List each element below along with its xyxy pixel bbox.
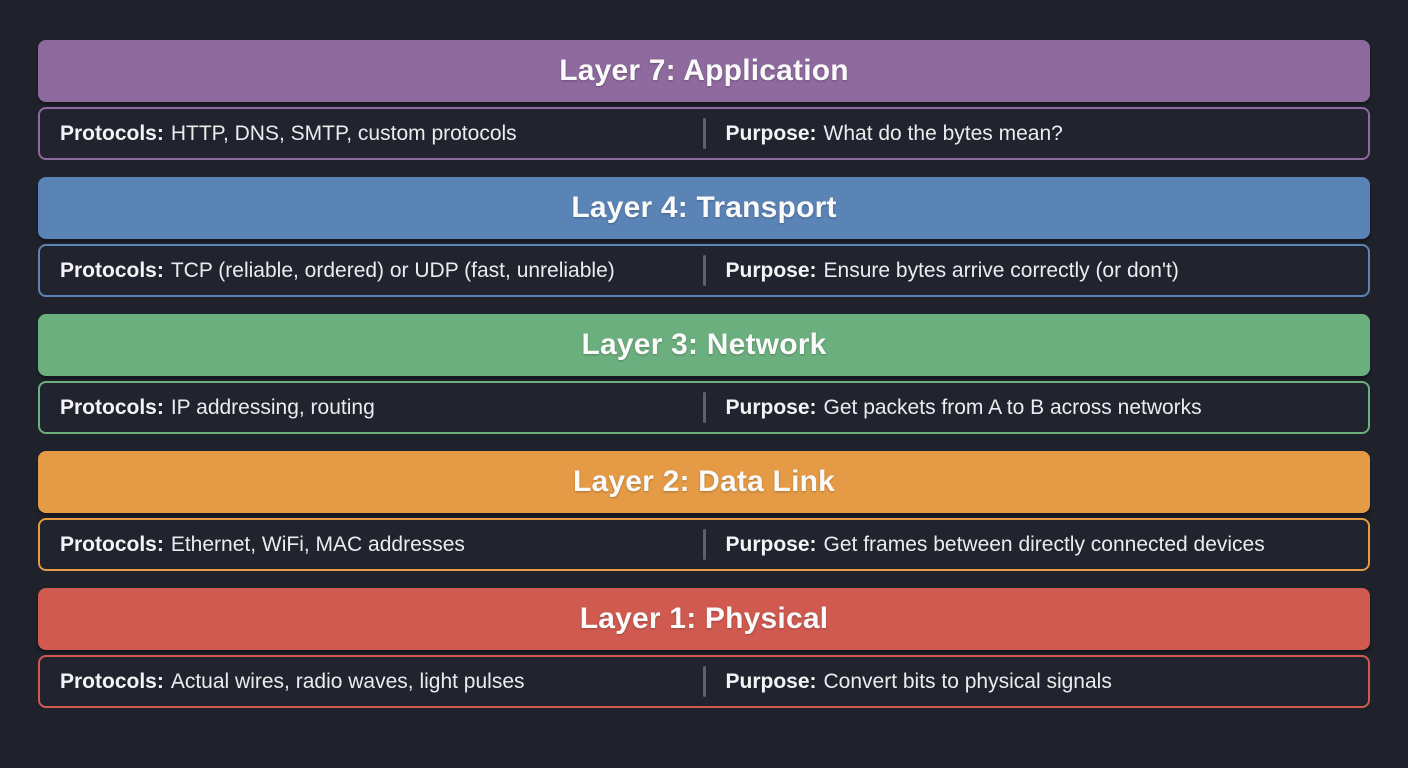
layer-details-application: Protocols:HTTP, DNS, SMTP, custom protoc… [38, 107, 1370, 160]
vertical-divider [702, 666, 706, 697]
purpose-cell: Purpose:Ensure bytes arrive correctly (o… [706, 246, 1369, 295]
layer-header-data-link: Layer 2: Data Link [38, 451, 1370, 513]
purpose-value: Get packets from A to B across networks [823, 395, 1202, 419]
protocols-label: Protocols: [60, 258, 164, 282]
protocols-value: IP addressing, routing [170, 395, 375, 419]
layer-details-network: Protocols:IP addressing, routing Purpose… [38, 381, 1370, 434]
purpose-value: Ensure bytes arrive correctly (or don't) [823, 258, 1179, 282]
vertical-divider [702, 529, 706, 560]
protocols-cell: Protocols:Ethernet, WiFi, MAC addresses [40, 520, 703, 569]
layer-header-application: Layer 7: Application [38, 40, 1370, 102]
protocols-cell: Protocols:HTTP, DNS, SMTP, custom protoc… [40, 109, 703, 158]
layer-section-application: Layer 7: Application Protocols:HTTP, DNS… [38, 40, 1370, 160]
purpose-value: Convert bits to physical signals [823, 669, 1112, 693]
purpose-cell: Purpose:What do the bytes mean? [706, 109, 1369, 158]
purpose-label: Purpose: [725, 121, 817, 145]
vertical-divider [702, 255, 706, 286]
protocols-value: Actual wires, radio waves, light pulses [170, 669, 525, 693]
protocols-cell: Protocols:IP addressing, routing [40, 383, 703, 432]
purpose-label: Purpose: [725, 532, 817, 556]
protocols-cell: Protocols:TCP (reliable, ordered) or UDP… [40, 246, 703, 295]
protocols-value: HTTP, DNS, SMTP, custom protocols [170, 121, 517, 145]
layer-section-data-link: Layer 2: Data Link Protocols:Ethernet, W… [38, 451, 1370, 571]
layer-section-transport: Layer 4: Transport Protocols:TCP (reliab… [38, 177, 1370, 297]
protocols-cell: Protocols:Actual wires, radio waves, lig… [40, 657, 703, 706]
layer-section-network: Layer 3: Network Protocols:IP addressing… [38, 314, 1370, 434]
vertical-divider [702, 118, 706, 149]
purpose-cell: Purpose:Get packets from A to B across n… [706, 383, 1369, 432]
layer-header-physical: Layer 1: Physical [38, 588, 1370, 650]
purpose-cell: Purpose:Get frames between directly conn… [706, 520, 1369, 569]
purpose-label: Purpose: [725, 669, 817, 693]
purpose-label: Purpose: [725, 258, 817, 282]
layer-details-transport: Protocols:TCP (reliable, ordered) or UDP… [38, 244, 1370, 297]
purpose-label: Purpose: [725, 395, 817, 419]
purpose-value: What do the bytes mean? [823, 121, 1063, 145]
protocols-label: Protocols: [60, 121, 164, 145]
protocols-label: Protocols: [60, 395, 164, 419]
purpose-cell: Purpose:Convert bits to physical signals [706, 657, 1369, 706]
vertical-divider [702, 392, 706, 423]
layer-details-physical: Protocols:Actual wires, radio waves, lig… [38, 655, 1370, 708]
purpose-value: Get frames between directly connected de… [823, 532, 1265, 556]
layer-header-network: Layer 3: Network [38, 314, 1370, 376]
protocols-value: Ethernet, WiFi, MAC addresses [170, 532, 465, 556]
layer-details-data-link: Protocols:Ethernet, WiFi, MAC addresses … [38, 518, 1370, 571]
osi-layer-diagram: Layer 7: Application Protocols:HTTP, DNS… [38, 40, 1370, 708]
protocols-label: Protocols: [60, 669, 164, 693]
protocols-value: TCP (reliable, ordered) or UDP (fast, un… [170, 258, 615, 282]
layer-header-transport: Layer 4: Transport [38, 177, 1370, 239]
layer-section-physical: Layer 1: Physical Protocols:Actual wires… [38, 588, 1370, 708]
protocols-label: Protocols: [60, 532, 164, 556]
